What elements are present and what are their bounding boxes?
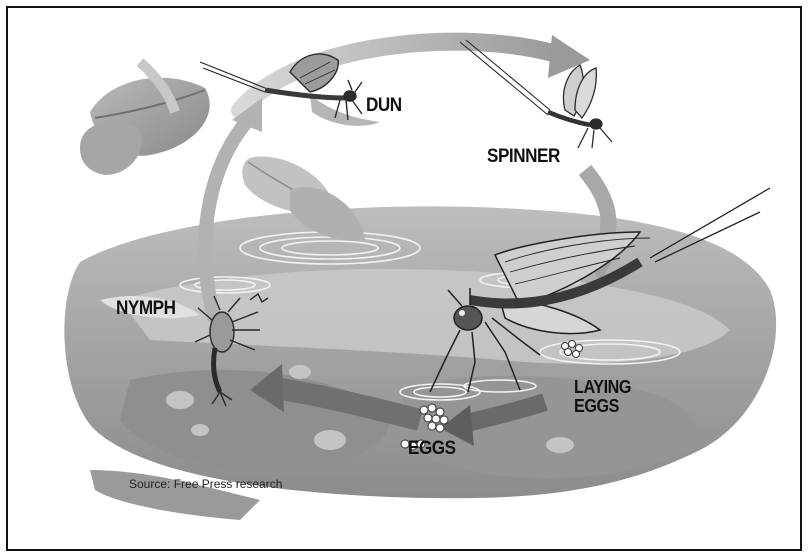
label-spinner: SPINNER — [487, 146, 560, 168]
label-laying-eggs: LAYING EGGS — [574, 378, 631, 416]
water-surface — [64, 206, 776, 520]
label-dun: DUN — [366, 95, 402, 117]
label-nymph: NYMPH — [116, 298, 176, 320]
label-eggs: EGGS — [408, 438, 456, 460]
label-laying-eggs-line1: LAYING — [574, 378, 631, 397]
label-laying-eggs-line2: EGGS — [574, 397, 631, 416]
source-credit: Source: Free Press research — [129, 477, 282, 491]
